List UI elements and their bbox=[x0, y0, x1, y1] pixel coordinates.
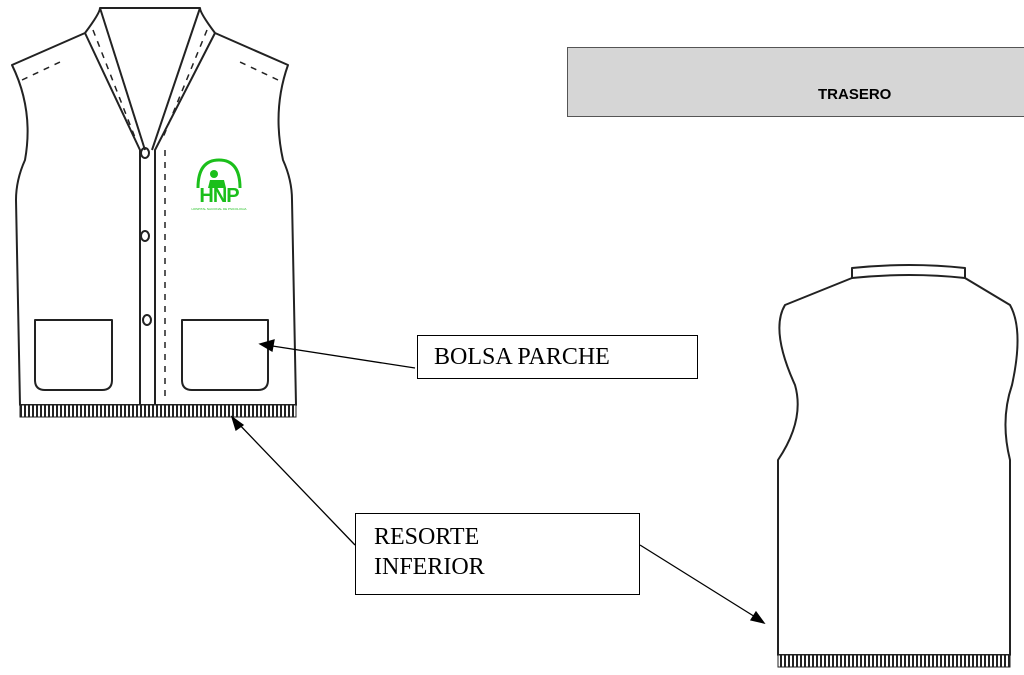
arrow-head bbox=[230, 415, 245, 432]
hnp-logo-icon bbox=[196, 158, 242, 189]
button bbox=[140, 230, 150, 242]
elastic-label-line1: RESORTE bbox=[374, 524, 480, 550]
trasero-title: TRASERO bbox=[818, 86, 892, 103]
front-vest bbox=[11, 7, 297, 406]
elastic-label-box: RESORTE INFERIOR bbox=[355, 513, 640, 595]
arrows bbox=[230, 339, 766, 625]
arrow-head bbox=[749, 610, 766, 625]
right-pocket bbox=[181, 319, 269, 391]
pocket-label-box: BOLSA PARCHE bbox=[417, 335, 698, 379]
front-hem-ribbing bbox=[19, 404, 297, 418]
logo-subtext: HOSPITAL NACIONAL DE PSICOLOGIA bbox=[191, 207, 247, 211]
hnp-logo: HNP HOSPITAL NACIONAL DE PSICOLOGIA bbox=[188, 158, 250, 214]
back-hem-ribbing bbox=[777, 654, 1011, 668]
logo-text: HNP bbox=[199, 185, 239, 207]
button bbox=[140, 147, 150, 159]
button bbox=[142, 314, 152, 326]
arrow-head bbox=[258, 339, 275, 353]
back-vest bbox=[777, 264, 1019, 656]
left-pocket bbox=[34, 319, 113, 391]
pocket-label: BOLSA PARCHE bbox=[434, 344, 610, 370]
elastic-label-line2: INFERIOR bbox=[374, 554, 485, 580]
trasero-header-box: TRASERO bbox=[567, 47, 1024, 117]
